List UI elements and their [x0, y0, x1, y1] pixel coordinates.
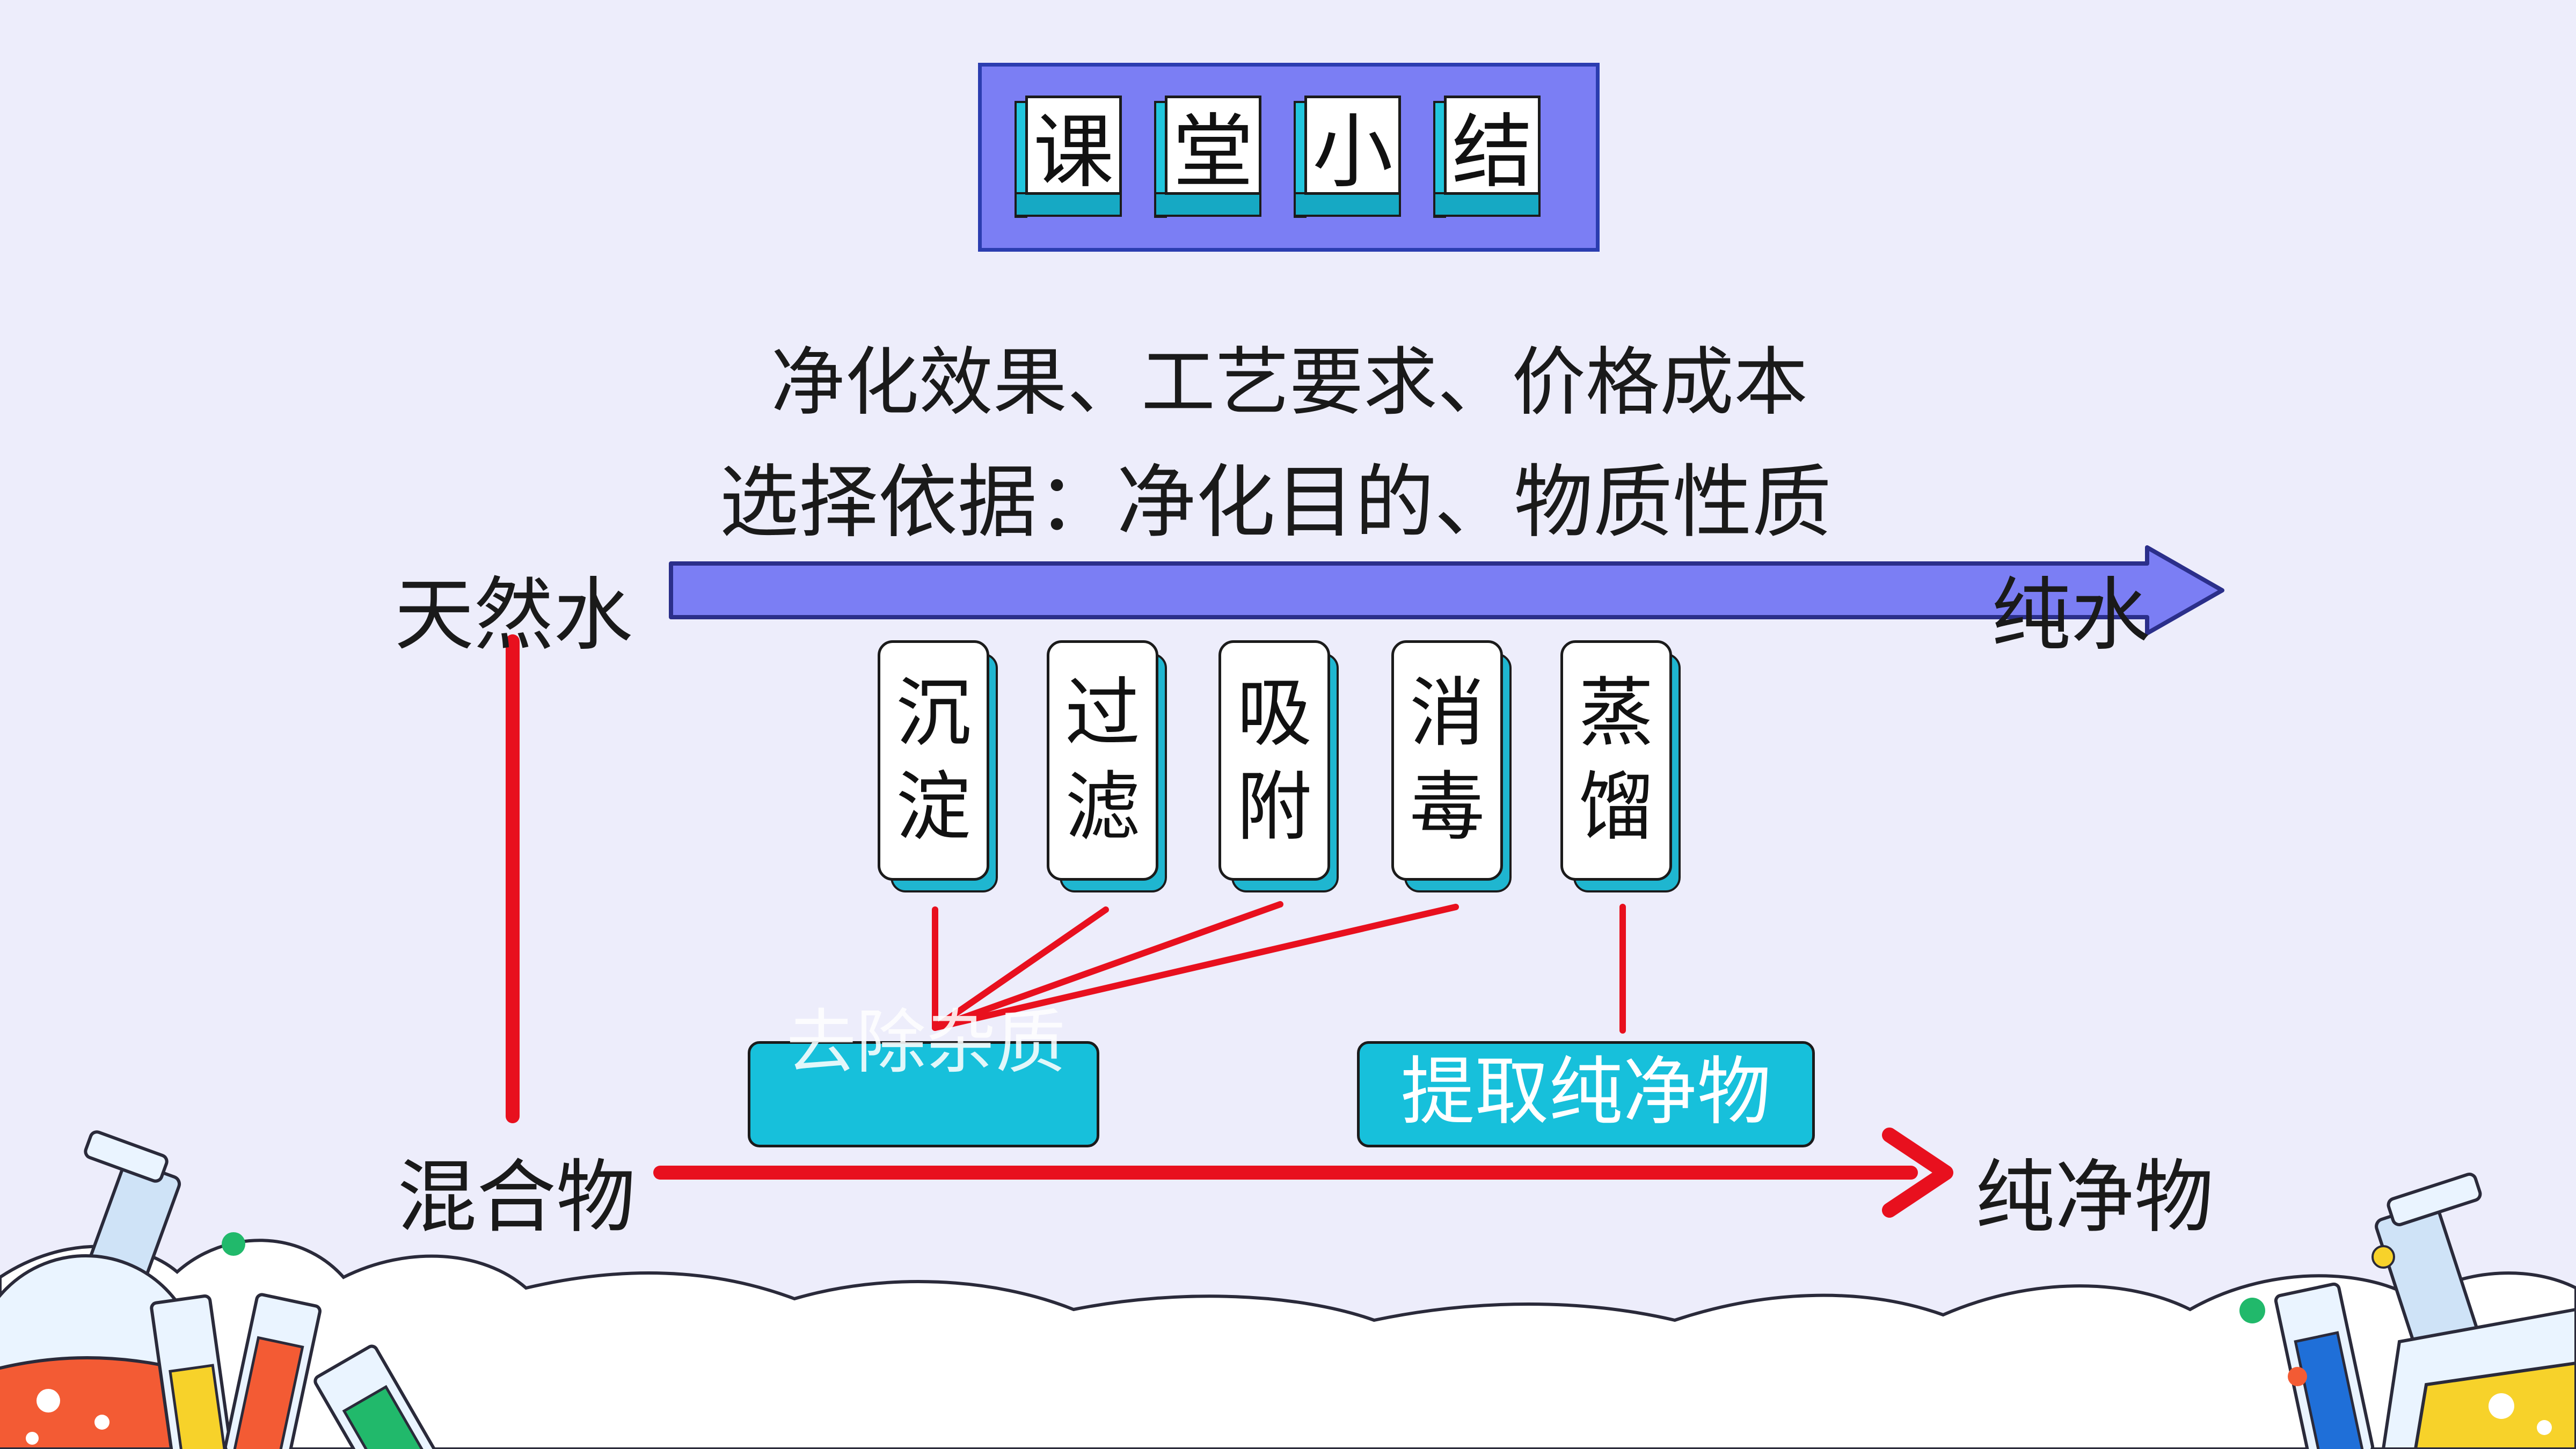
bottom-arrow-head — [1882, 1128, 1953, 1218]
pure-substance-label: 纯净物 — [1975, 1151, 2214, 1243]
title-tile: 堂 — [1154, 96, 1261, 218]
flask-right-decoration — [2239, 1173, 2576, 1449]
method-label: 吸附 — [1218, 640, 1330, 881]
extract-pure-label: 提取纯净物 — [1400, 1049, 1771, 1135]
remove-impurities-label: 去除杂质 — [786, 1001, 1066, 1083]
title-char: 小 — [1304, 96, 1401, 199]
method-label: 沉淀 — [878, 640, 989, 881]
remove-impurities-box — [748, 1041, 1099, 1147]
method-card-filtration: 过滤 — [1047, 640, 1167, 892]
method-card-disinfection: 消毒 — [1391, 640, 1512, 892]
natural-water-label: 天然水 — [395, 569, 633, 661]
main-arrow-top — [669, 545, 2224, 635]
title-tile: 结 — [1433, 96, 1541, 218]
title-char: 堂 — [1165, 96, 1261, 199]
cloud-decoration — [0, 1239, 2576, 1449]
method-label: 消毒 — [1391, 640, 1503, 881]
method-card-adsorption: 吸附 — [1218, 640, 1339, 892]
title-tile: 课 — [1015, 96, 1122, 218]
method-label: 蒸馏 — [1560, 640, 1672, 881]
basis-text: 选择依据：净化目的、物质性质 — [719, 456, 1831, 548]
method-card-distillation: 蒸馏 — [1560, 640, 1681, 892]
method-connectors — [932, 901, 1626, 1034]
flask-left-decoration — [0, 1130, 443, 1449]
criteria-text: 净化效果、工艺要求、价格成本 — [771, 339, 1808, 426]
method-label: 过滤 — [1047, 640, 1158, 881]
title-char: 结 — [1444, 96, 1541, 199]
extract-pure-box — [1357, 1041, 1815, 1147]
title-char: 课 — [1025, 96, 1122, 199]
pure-water-label: 纯水 — [1991, 569, 2150, 661]
method-card-sedimentation: 沉淀 — [878, 640, 998, 892]
title-tile: 小 — [1294, 96, 1401, 218]
mixture-label: 混合物 — [397, 1151, 636, 1243]
